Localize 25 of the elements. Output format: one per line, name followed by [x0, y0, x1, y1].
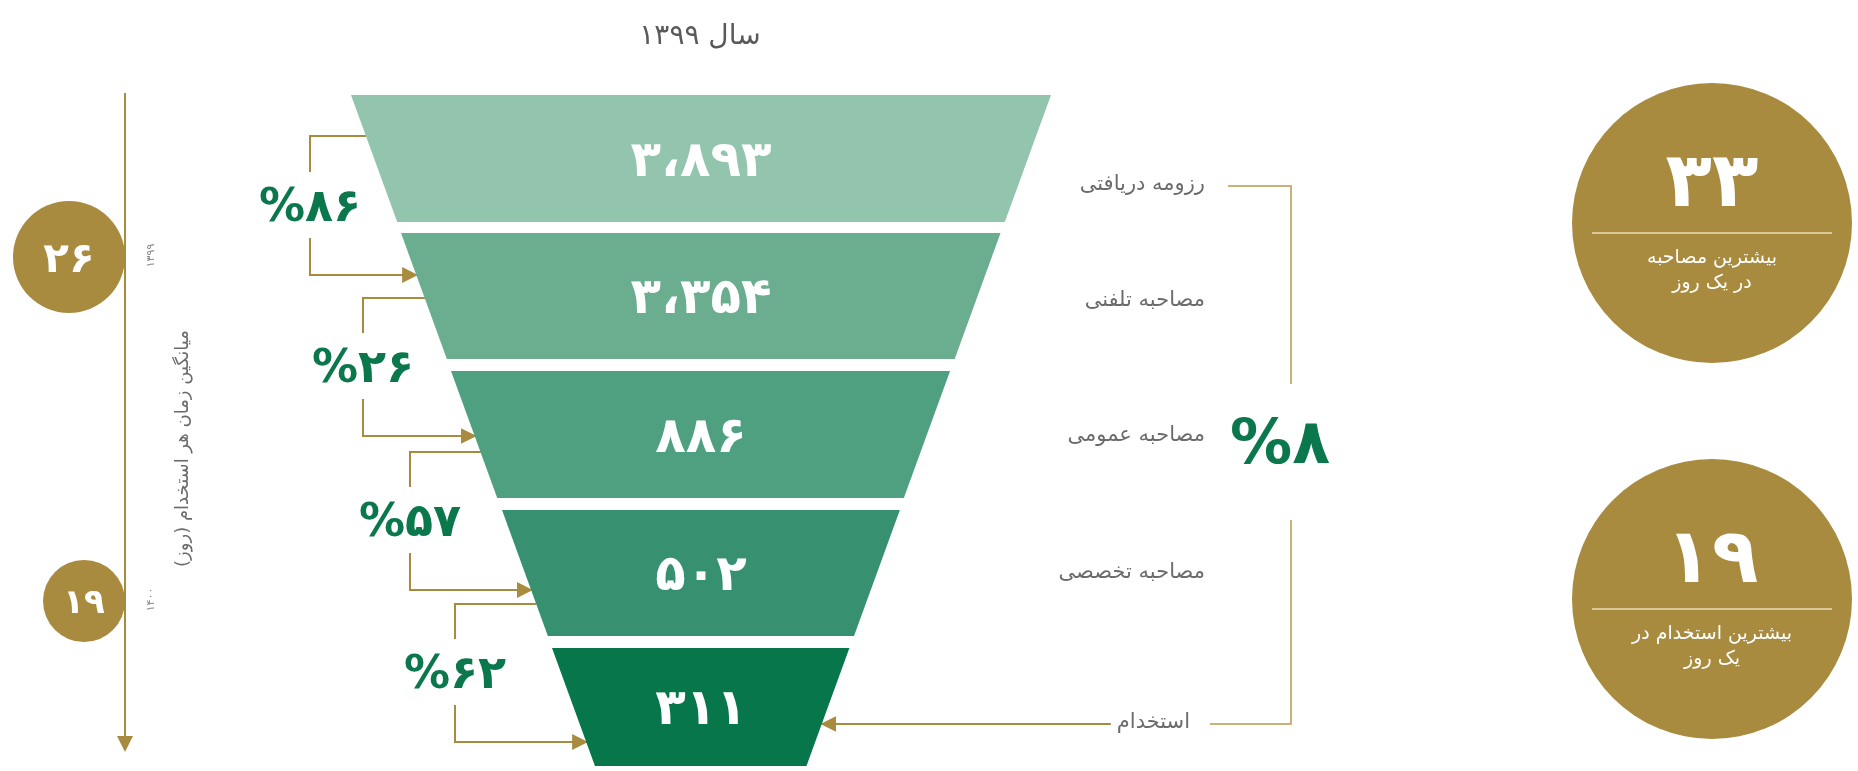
- stage-count: ۵۰۲: [655, 544, 747, 602]
- stat-caption: بیشترین استخدام در یک روز: [1630, 620, 1793, 670]
- year-label: ۱۴۰۰: [143, 586, 157, 614]
- axis-caption: میانگین زمان هر استخدام (روز): [170, 329, 192, 569]
- stage-count: ۳،۸۹۳: [630, 129, 772, 188]
- overall-rate: %۸: [1229, 404, 1331, 480]
- stat-number: ۳۳: [1665, 142, 1759, 219]
- stage-count: ۸۸۶: [655, 405, 747, 464]
- stage-count: ۳۱۱: [655, 678, 747, 736]
- value-number: ۱۹: [63, 581, 105, 621]
- funnel-stage: [451, 371, 951, 498]
- funnel-stage: [502, 510, 900, 636]
- title: سال ۱۳۹۹: [638, 18, 762, 51]
- stat-number: ۱۹: [1665, 518, 1759, 595]
- funnel-stage: [552, 648, 850, 766]
- stage-label: مصاحبه تلفنی: [1084, 287, 1205, 311]
- stage-label: استخدام: [1116, 709, 1190, 733]
- arrow: [820, 716, 1112, 732]
- stage-label: مصاحبه تخصصی: [1058, 559, 1205, 583]
- value-number: ۲۶: [43, 232, 95, 282]
- year-label: ۱۳۹۹: [143, 242, 157, 270]
- stat-caption: بیشترین مصاحبه در یک روز: [1645, 244, 1779, 294]
- stage-label: رزومه دریافتی: [1079, 171, 1205, 195]
- stage-label: مصاحبه عمومی: [1067, 422, 1205, 446]
- stage-count: ۳،۳۵۴: [630, 267, 772, 325]
